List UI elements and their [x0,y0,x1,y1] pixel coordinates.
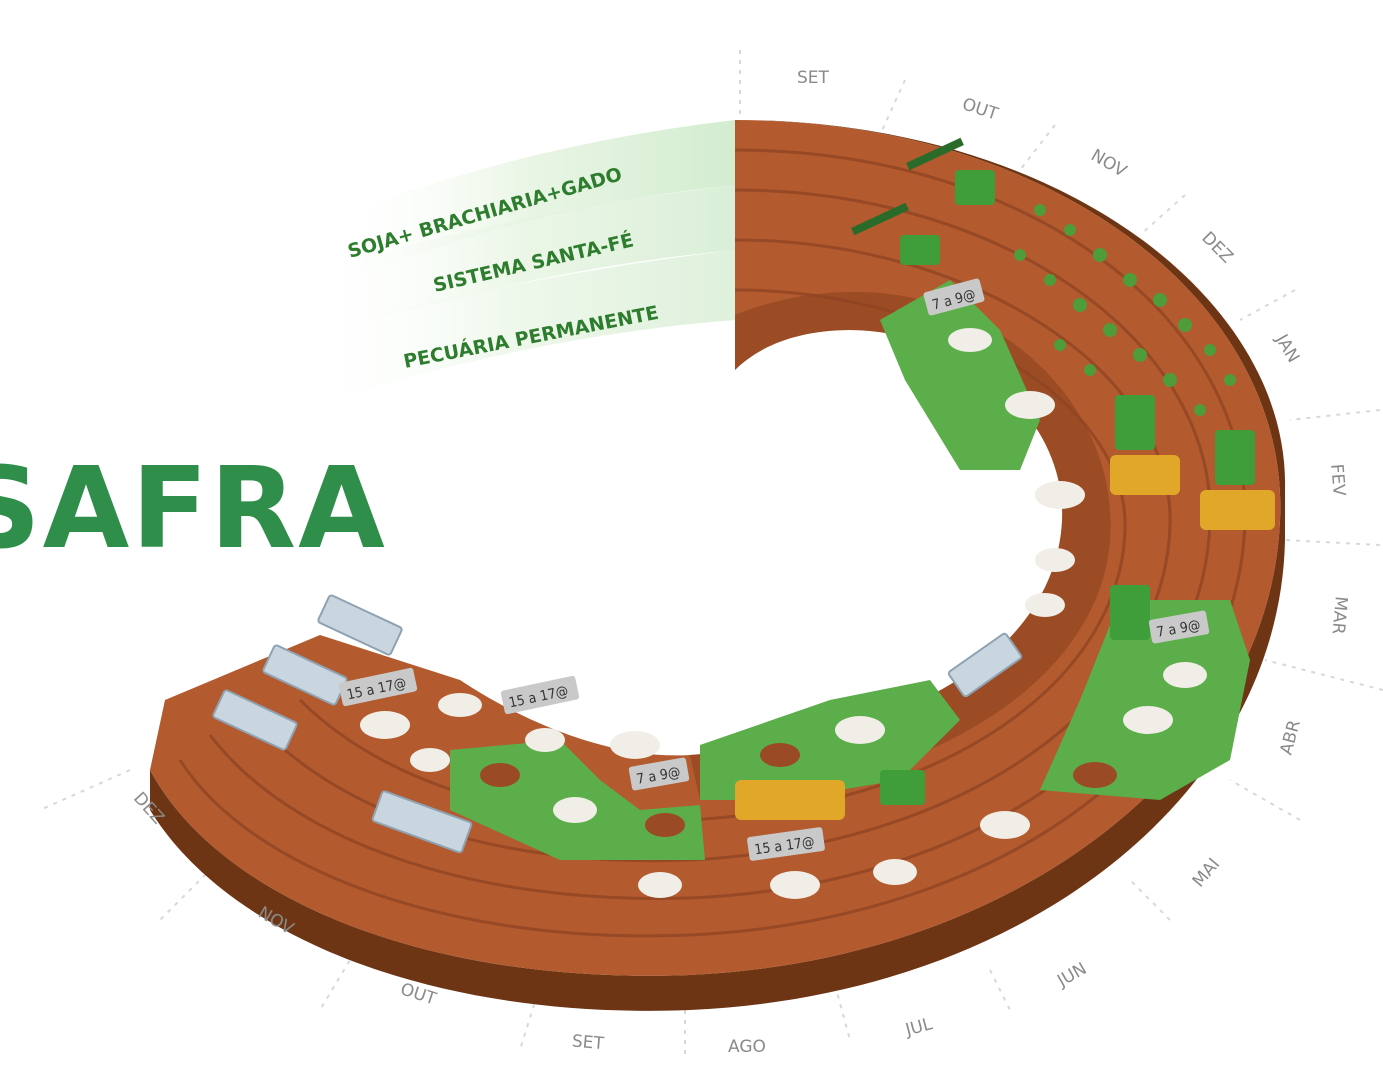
month-label-abr: ABR [1276,718,1304,757]
trucks [212,594,1023,854]
weight-tags: 7 a 9@ 7 a 9@ 7 a 9@ 15 a 17@ 15 a 17@ 1… [338,278,1210,861]
weight-tag: 7 a 9@ [628,757,690,791]
machines [851,137,1255,805]
month-label-dez: DEZ [1197,228,1236,267]
weight-tag: 15 a 17@ [747,827,825,861]
month-label-jun: JUN [1053,959,1090,992]
svg-text:7 a 9@: 7 a 9@ [635,764,681,787]
month-label-set: SET [797,68,830,88]
weight-tag: 15 a 17@ [500,675,580,715]
month-label-ago: AGO [728,1037,766,1057]
harvest-rows [735,455,1275,820]
crop-rows [1014,204,1236,416]
month-label-out: OUT [960,94,1001,124]
system-bands [300,120,735,400]
month-label-set-left: SET [571,1031,605,1054]
month-label-mar: MAR [1328,595,1351,635]
svg-text:7 a 9@: 7 a 9@ [1155,617,1201,640]
month-label-mai: MAI [1189,855,1224,892]
months-right: SET OUT NOV DEZ JAN FEV MAR ABR MAI JUN … [728,68,1351,1057]
month-label-fev: FEV [1326,463,1349,497]
month-label-nov: NOV [1087,146,1130,182]
weight-tag: 7 a 9@ [1148,610,1210,644]
month-label-jan: JAN [1271,330,1303,366]
month-label-jul: JUL [902,1014,935,1041]
page-title: SAFRA [0,444,387,574]
cattle [360,328,1207,899]
